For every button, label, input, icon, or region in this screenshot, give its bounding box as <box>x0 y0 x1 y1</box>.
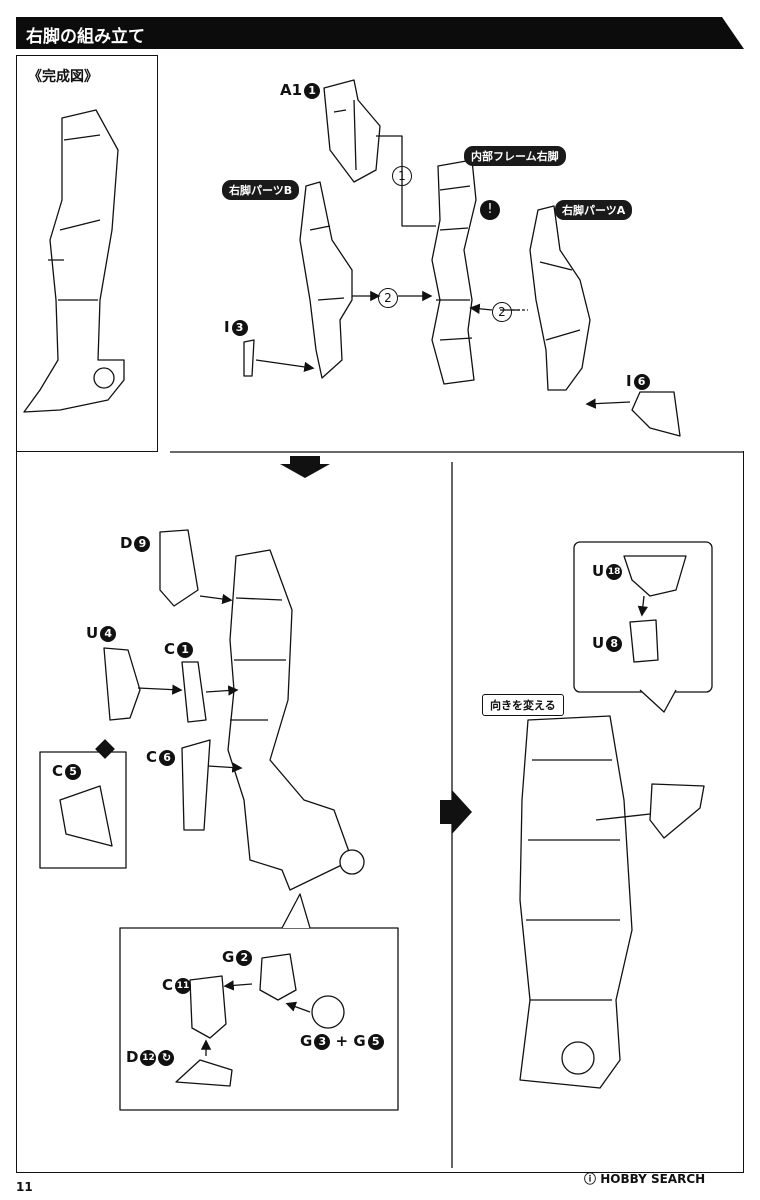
assembly-step-panel <box>16 451 744 1173</box>
inner-frame-drawing <box>431 159 477 385</box>
brand-logo-icon: ⓘ <box>584 1172 597 1186</box>
brand-watermark: ⓘ HOBBY SEARCH <box>584 1172 706 1186</box>
pill-part-a: 右脚パーツA <box>555 200 633 220</box>
part-number-badge: 1 <box>177 641 194 658</box>
part-number-badge: 3 <box>314 1033 331 1050</box>
section-title: 右脚の組み立て <box>26 27 145 47</box>
part-number-badge: 8 <box>606 635 623 652</box>
leg-assembly-drawing <box>227 549 365 891</box>
part-number-badge: 6 <box>633 373 650 390</box>
part-number-badge: 3 <box>231 319 248 336</box>
completed-view-label: 《完成図》 <box>28 69 98 85</box>
step-number-2: 2 <box>378 288 398 308</box>
part-a-drawing <box>529 205 591 391</box>
change-direction-label: 向きを変える <box>482 694 564 716</box>
part-number-badge: 4 <box>100 625 117 642</box>
part-number-badge: 11 <box>175 977 192 994</box>
completed-leg-drawing <box>23 109 125 413</box>
step-number-1: 1 <box>392 166 412 186</box>
cut-marker-icon: ↻ <box>158 1049 175 1066</box>
caution-icon: ! <box>480 200 500 220</box>
part-number-badge: 12 <box>140 1049 157 1066</box>
section-header-bar: 右脚の組み立て <box>16 17 744 49</box>
part-number-badge: 9 <box>134 535 151 552</box>
part-number-badge: 6 <box>159 749 176 766</box>
part-number-badge: 5 <box>367 1033 384 1050</box>
part-number-badge: 18 <box>606 563 623 580</box>
part-a1-drawing <box>323 79 381 183</box>
part-number-badge: 1 <box>304 82 321 99</box>
pill-inner-frame: 内部フレーム右脚 <box>464 146 566 166</box>
rotated-leg-drawing <box>519 715 633 1089</box>
part-number-badge: 2 <box>236 949 253 966</box>
part-number-badge: 5 <box>65 763 82 780</box>
part-b-drawing <box>299 181 353 379</box>
step-number-2b: 2 <box>492 302 512 322</box>
page-number: 11 <box>16 1180 33 1194</box>
completed-view-panel <box>16 55 158 452</box>
pill-part-b: 右脚パーツB <box>222 180 300 200</box>
